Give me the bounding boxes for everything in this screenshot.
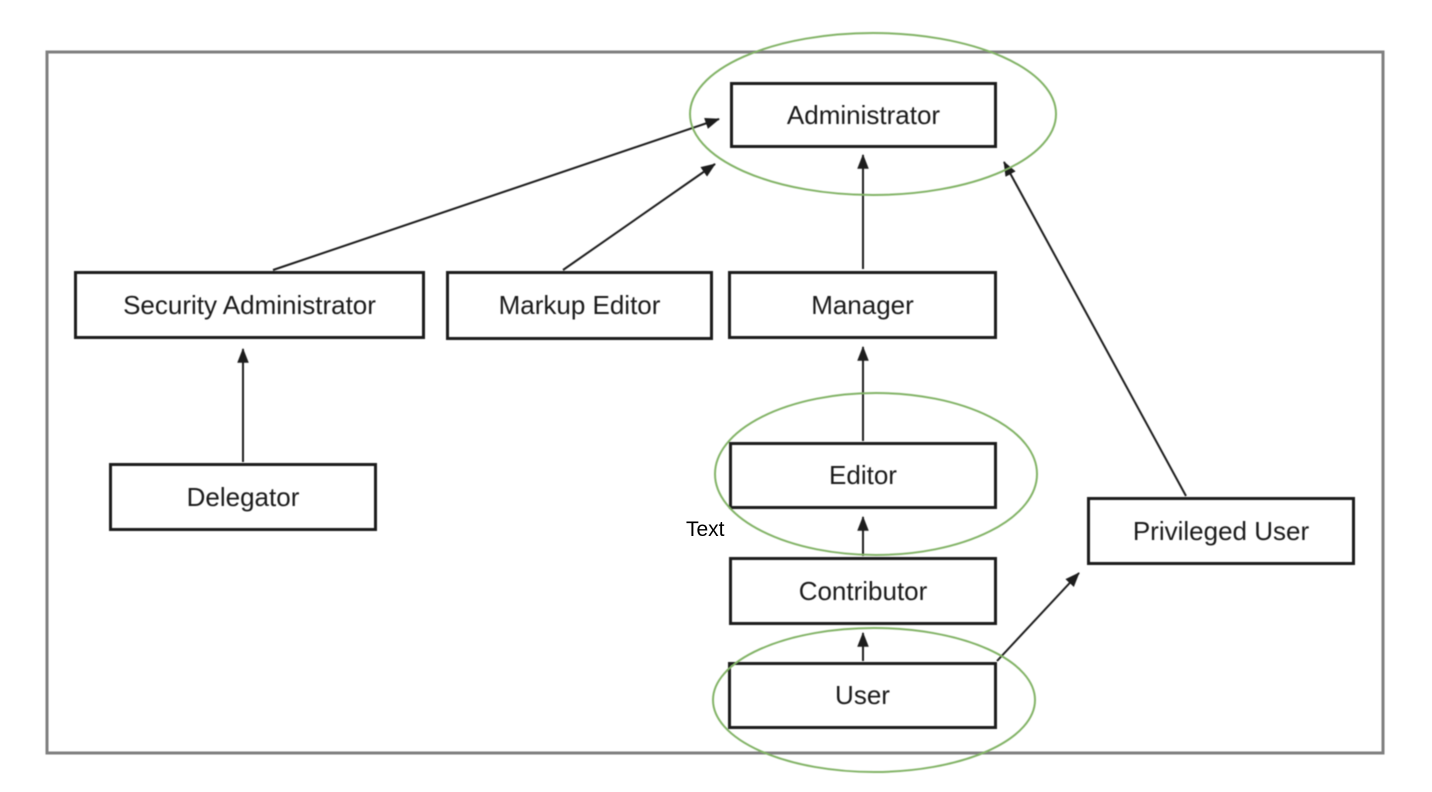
- node-security-administrator: Security Administrator: [74, 271, 425, 339]
- text-annotation: Text: [686, 518, 725, 541]
- edge-security-administrator-to-administrator: [272, 117, 720, 271]
- edge-markup-editor-to-administrator: [562, 163, 716, 271]
- diagram-border: [45, 50, 1385, 755]
- edge-user-to-privileged-user: [996, 572, 1080, 662]
- node-markup-editor: Markup Editor: [446, 271, 713, 340]
- node-manager: Manager: [728, 271, 997, 339]
- node-contributor: Contributor: [729, 557, 997, 625]
- node-delegator: Delegator: [109, 463, 377, 531]
- node-administrator: Administrator: [730, 82, 997, 148]
- edge-privileged-user-to-administrator: [1003, 161, 1187, 497]
- node-editor: Editor: [729, 442, 997, 509]
- node-privileged-user: Privileged User: [1087, 497, 1355, 565]
- node-user: User: [728, 662, 997, 729]
